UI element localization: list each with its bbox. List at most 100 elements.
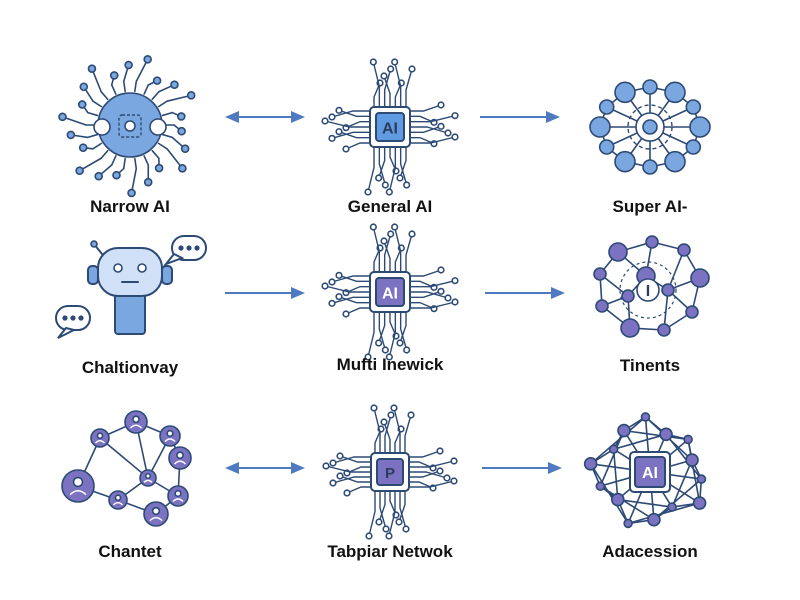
- circuit-trace: [405, 471, 448, 479]
- connector-line: [599, 429, 625, 487]
- node-dot: [640, 412, 651, 422]
- ear-node: [93, 118, 111, 136]
- trace-end: [329, 479, 337, 487]
- node-dot: [647, 512, 661, 527]
- connector-line: [616, 498, 673, 508]
- person-head: [72, 476, 84, 488]
- trace-end: [387, 65, 395, 73]
- person-shoulders: [113, 502, 123, 506]
- trace-end: [343, 489, 351, 497]
- trace-end: [335, 128, 343, 136]
- circuit-trace: [406, 126, 449, 134]
- node-dot: [595, 299, 609, 313]
- circuit-trace: [367, 143, 375, 193]
- chip-label: AI: [382, 285, 398, 302]
- trace-end: [328, 134, 336, 142]
- trace-end: [451, 133, 459, 141]
- connector-line: [151, 90, 160, 101]
- cell-tabpiar-network: P Tabpiar Netwok: [290, 404, 490, 585]
- right-arrow: [480, 107, 560, 127]
- circuit-trace: [372, 226, 381, 276]
- person-shoulders: [69, 490, 87, 496]
- trace-end: [342, 145, 350, 153]
- circuit-trace: [367, 308, 375, 358]
- trace-end: [75, 166, 84, 175]
- trace-end: [335, 271, 343, 279]
- circuit-trace: [406, 301, 456, 309]
- person-head: [132, 415, 140, 424]
- circuit-trace: [373, 407, 381, 457]
- trace-end: [336, 452, 344, 460]
- bubble-dot: [178, 245, 184, 251]
- trace-end: [154, 163, 164, 173]
- right-arrow: [225, 283, 305, 303]
- right-arrow: [482, 458, 562, 478]
- bubble-dot: [78, 315, 84, 321]
- chip-core: [376, 458, 404, 486]
- trace-end: [66, 130, 76, 140]
- person-shoulders: [130, 424, 142, 429]
- circuit-trace: [405, 470, 441, 478]
- node-dot: [621, 289, 635, 303]
- circuit-trace: [332, 476, 375, 484]
- inner-ring: [619, 261, 677, 319]
- circuit-trace: [393, 61, 402, 111]
- circuit-trace: [388, 143, 397, 193]
- cell-adacession: AI Adacession: [550, 410, 750, 585]
- connector-line: [612, 448, 619, 501]
- connector-line: [86, 133, 99, 139]
- trace-end: [321, 282, 329, 290]
- trace-end: [375, 518, 383, 526]
- circuit-trace: [338, 109, 374, 118]
- node-dot: [690, 268, 710, 288]
- node-dot: [683, 434, 693, 445]
- ai-chip-icon: AI: [320, 223, 460, 361]
- trace-end: [178, 164, 187, 173]
- arrow-head: [291, 462, 305, 474]
- arrow-head: [291, 287, 305, 299]
- circuit-trace: [379, 487, 387, 530]
- trace-end: [112, 170, 121, 180]
- chip-core: [375, 112, 405, 142]
- cell-chatbot: Chaltionvay: [30, 230, 230, 405]
- network-ring-icon: [580, 65, 720, 195]
- trace-end: [382, 525, 390, 533]
- node-dot: [657, 323, 671, 337]
- person-head: [144, 472, 152, 480]
- trace-end: [170, 80, 179, 89]
- connector-line: [134, 80, 138, 93]
- person-shoulders: [95, 440, 105, 444]
- chip-core: [375, 277, 405, 307]
- circuit-trace: [393, 226, 402, 276]
- trace-end: [176, 112, 186, 121]
- person-shoulders: [172, 498, 184, 503]
- circuit-trace: [378, 308, 387, 351]
- trace-end: [396, 339, 404, 347]
- connector-line: [161, 111, 174, 117]
- connector-line: [122, 157, 126, 170]
- trace-end: [387, 230, 395, 238]
- circuit-trace: [405, 460, 455, 468]
- node-dot: [620, 318, 640, 338]
- node-dot: [685, 99, 702, 115]
- trace-end: [444, 129, 452, 137]
- trace-end: [390, 404, 398, 412]
- trace-end: [407, 411, 415, 419]
- circuit-trace: [372, 61, 381, 111]
- circuit-trace: [383, 68, 392, 111]
- node-dot: [664, 150, 686, 173]
- trace-end: [385, 188, 393, 196]
- inner-ring: [627, 104, 673, 150]
- trace-end: [391, 223, 399, 231]
- circuit-trace: [399, 487, 407, 530]
- node-dot: [589, 116, 611, 138]
- circuit-trace: [331, 296, 374, 305]
- person-head: [114, 494, 122, 502]
- connector-line: [653, 478, 703, 521]
- ai-chip-icon: AI: [320, 58, 460, 196]
- circuit-trace: [406, 125, 442, 134]
- trace-end: [402, 525, 410, 533]
- robot-eye: [113, 263, 123, 273]
- circuit-trace: [378, 308, 386, 344]
- connector-line: [134, 157, 138, 170]
